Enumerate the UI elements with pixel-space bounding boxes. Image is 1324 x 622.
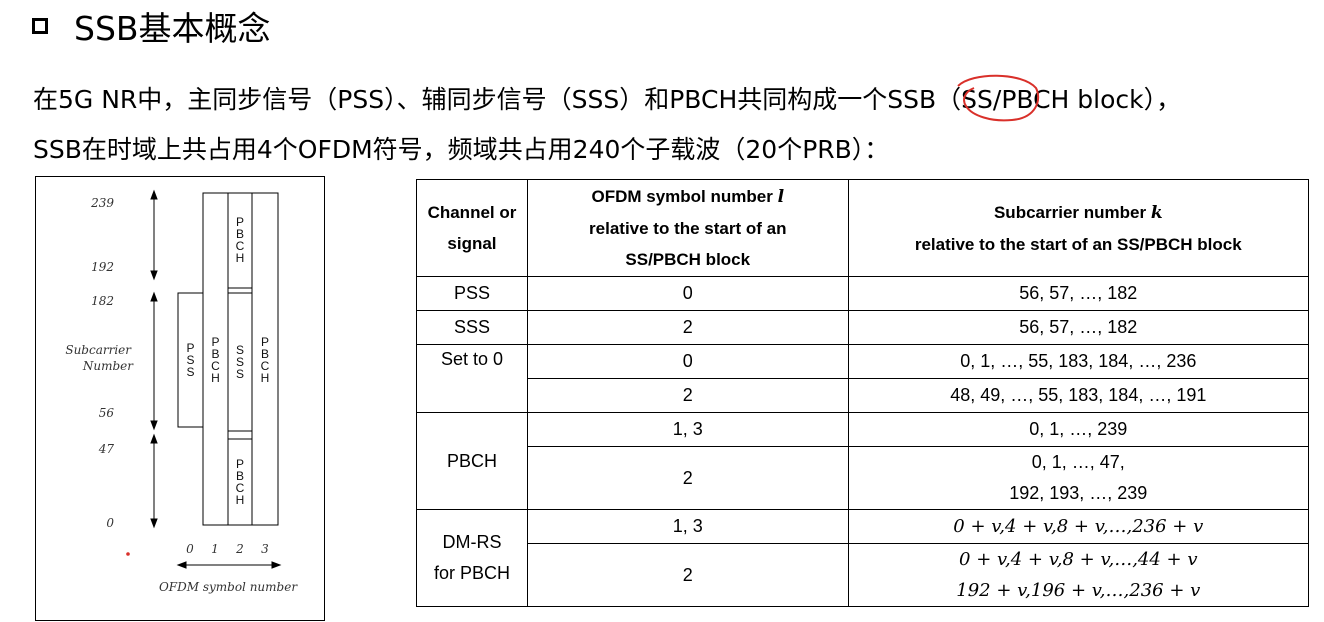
header-ofdm-symbol: OFDM symbol number l relative to the sta… — [526, 179, 849, 277]
y-axis-label-line2: Number — [82, 359, 134, 373]
ssb-structure-diagram: 239 192 182 56 47 0 Subcarrier Number — [35, 176, 325, 621]
y-axis-label-line1: Subcarrier — [65, 343, 132, 357]
red-dot — [126, 552, 130, 556]
table-row: Set to 0 0 0, 1, …, 55, 183, 184, …, 236 — [416, 344, 1310, 413]
x-tick-1: 1 — [211, 542, 219, 556]
pbch-block-symbol2-bottom — [227, 438, 253, 526]
x-axis-label: OFDM symbol number — [159, 580, 298, 594]
table-row: PBCH 1, 3 0, 1, …, 239 — [416, 412, 1310, 510]
x-tick-3: 3 — [261, 542, 269, 556]
header-channel: Channel or signal — [416, 179, 528, 277]
table-row: 2 0, 1, …, 47, 192, 193, …, 239 — [417, 446, 1310, 510]
y-range-arrows — [150, 189, 158, 529]
slide-title: SSB基本概念 — [32, 6, 271, 48]
y-tick-56: 56 — [99, 406, 115, 420]
red-circle-annotation — [957, 74, 1040, 122]
pss-block — [177, 292, 204, 428]
header-subcarrier: Subcarrier number k relative to the star… — [847, 179, 1310, 277]
table-row: 2 0 + v,4 + v,8 + v,…,44 + v 192 + v,196… — [417, 543, 1310, 607]
x-range-arrow — [176, 561, 282, 569]
y-tick-182: 182 — [91, 294, 114, 308]
table-header-row: Channel or signal OFDM symbol number l r… — [416, 179, 1310, 277]
paragraph-line-1: 在5G NR中，主同步信号（PSS）、辅同步信号（SSS）和PBCH共同构成一个… — [33, 85, 1182, 114]
y-tick-47: 47 — [98, 442, 115, 456]
table-row: PSS 0 56, 57, …, 182 — [416, 276, 1310, 311]
pbch-block-symbol3 — [251, 192, 279, 526]
bullet-square-icon — [32, 18, 48, 34]
x-tick-2: 2 — [235, 542, 244, 556]
sss-block — [227, 292, 253, 432]
title-text: SSB基本概念 — [74, 9, 271, 48]
paragraph-line-2: SSB在时域上共占用4个OFDM符号，频域共占用240个子载波（20个PRB）： — [33, 135, 890, 164]
table-row: SSS 2 56, 57, …, 182 — [416, 310, 1310, 345]
x-tick-0: 0 — [186, 542, 194, 556]
y-tick-239: 239 — [90, 196, 114, 210]
table-row: 2 48, 49, …, 55, 183, 184, …, 191 — [417, 378, 1310, 413]
table-row: DM-RS for PBCH 1, 3 0 + v,4 + v,8 + v,…,… — [416, 509, 1310, 607]
y-tick-0: 0 — [106, 516, 114, 530]
y-tick-192: 192 — [91, 260, 114, 274]
ssb-resource-table: Channel or signal OFDM symbol number l r… — [416, 179, 1310, 607]
